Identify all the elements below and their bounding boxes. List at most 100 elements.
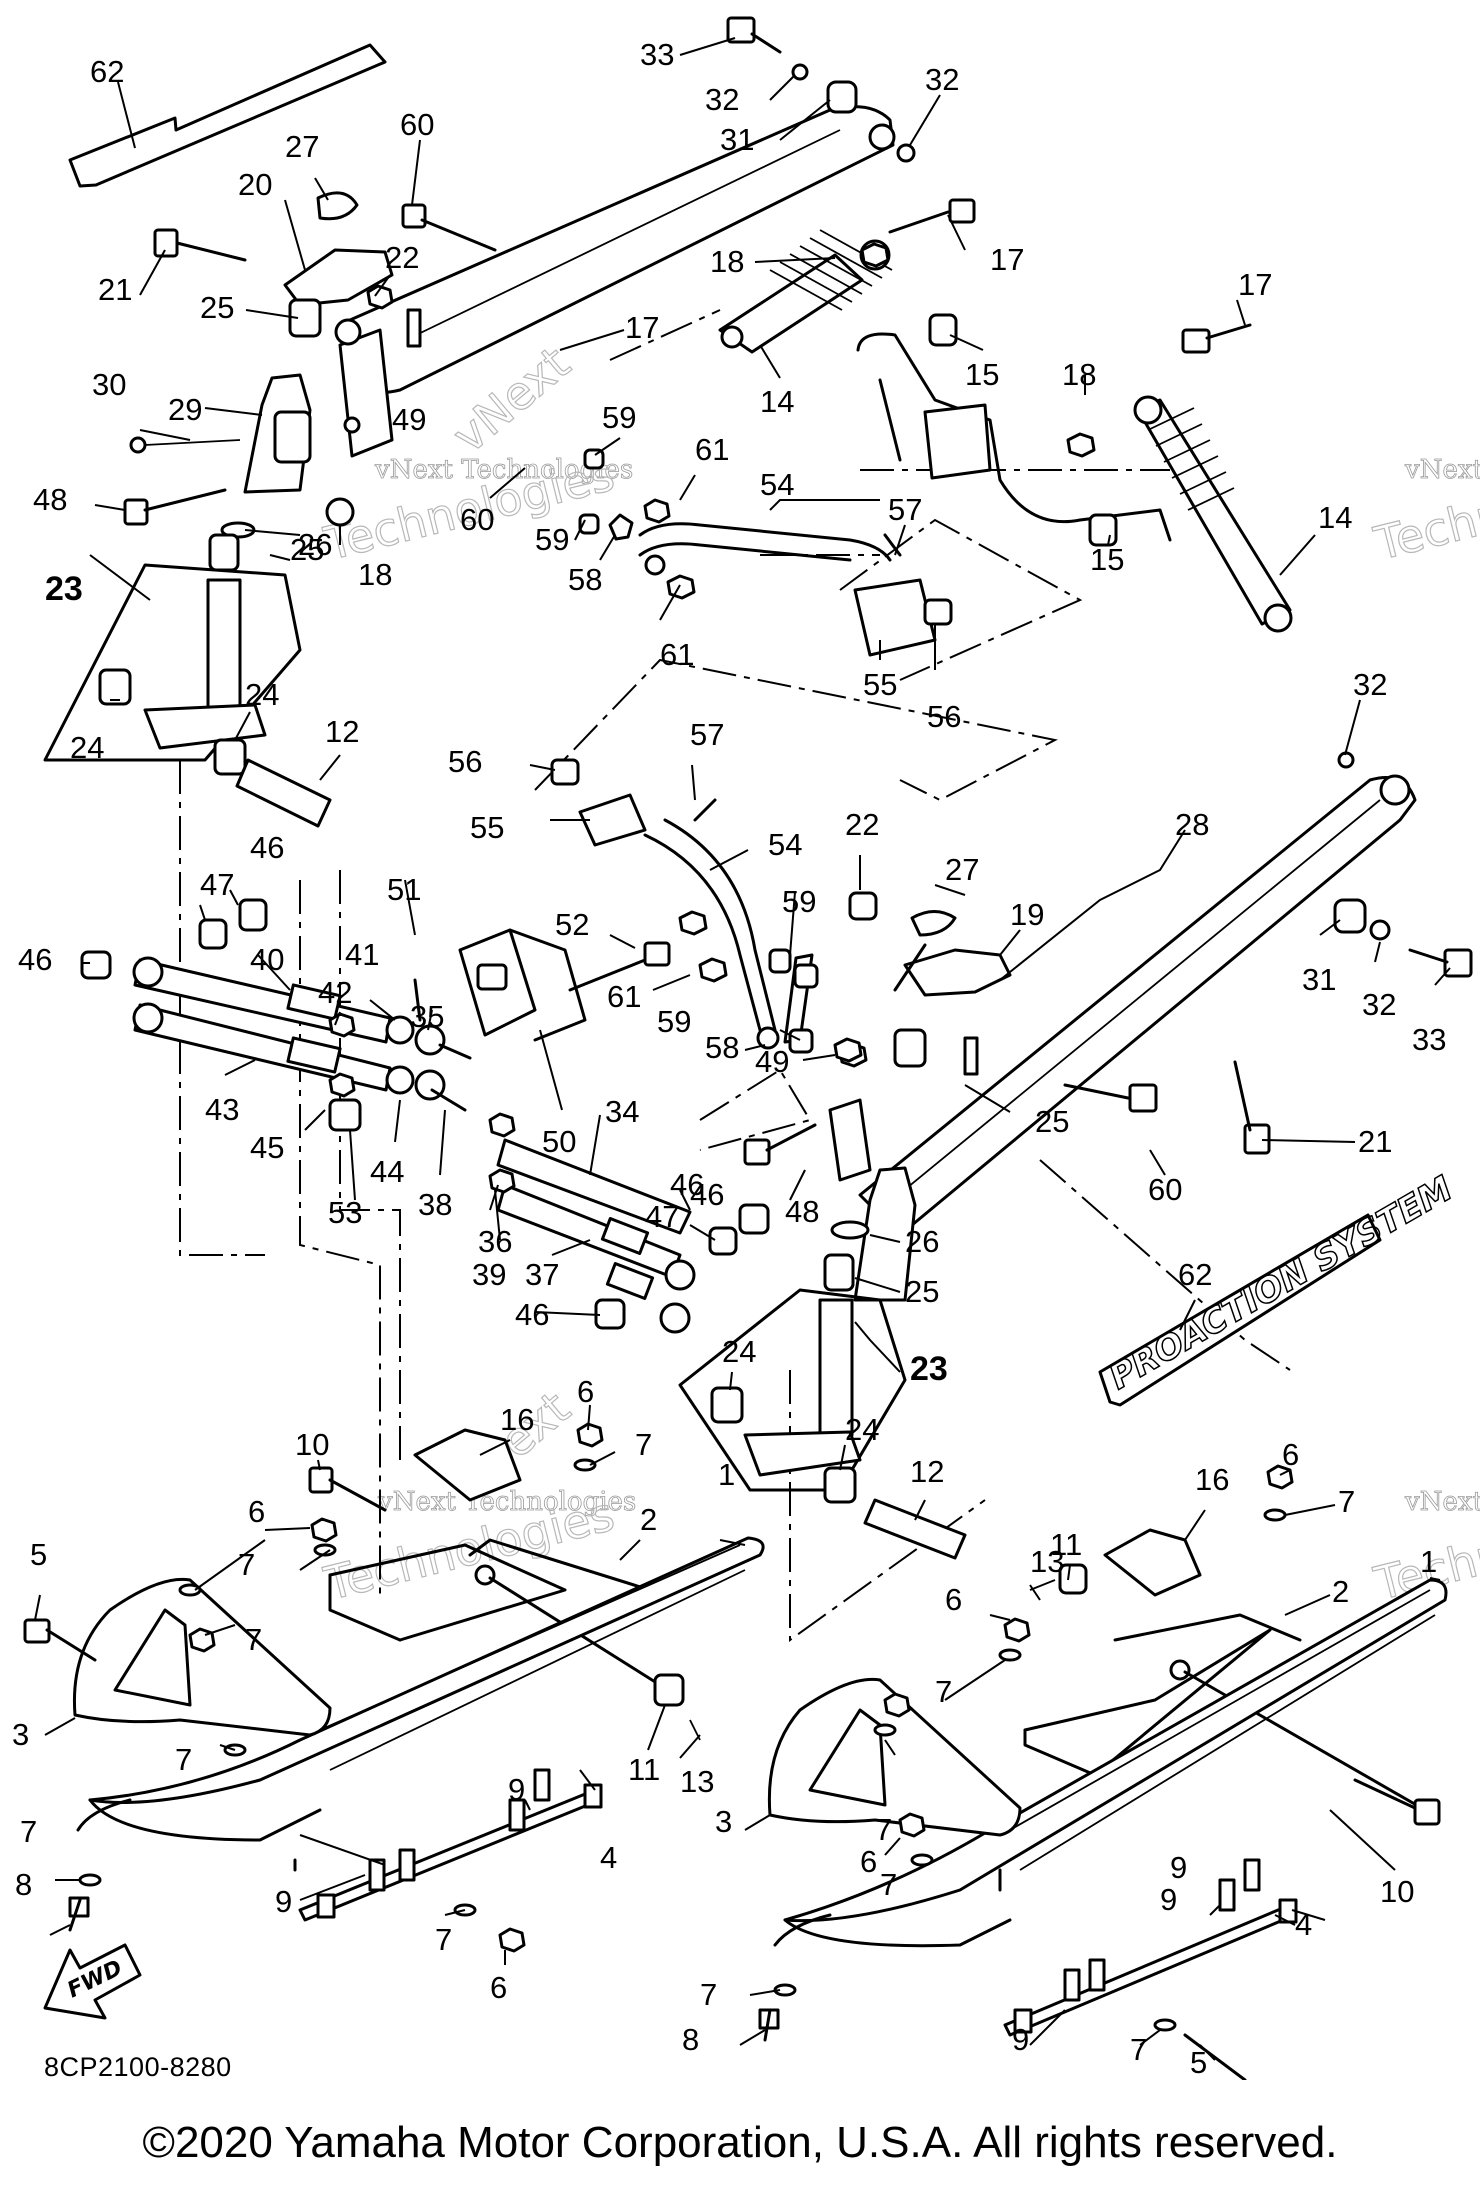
callout-53: 53: [328, 1195, 362, 1230]
callout-15: 15: [1090, 542, 1124, 577]
callout-32: 32: [925, 62, 959, 97]
callout-41: 41: [345, 937, 379, 972]
callout-55: 55: [863, 667, 897, 702]
callout-7: 7: [935, 1674, 952, 1709]
callout-9: 9: [1160, 1882, 1177, 1917]
callout-17: 17: [625, 310, 659, 345]
part-43-lower-arm: [132, 1002, 392, 1092]
callout-8: 8: [682, 2022, 699, 2057]
callout-25: 25: [200, 290, 234, 325]
callout-32: 32: [1362, 987, 1396, 1022]
callout-2: 2: [640, 1502, 657, 1537]
callout-1: 1: [1420, 1544, 1437, 1579]
callout-48: 48: [33, 482, 67, 517]
callout-27: 27: [285, 129, 319, 164]
callout-47: 47: [645, 1199, 679, 1234]
callout-24: 24: [70, 730, 104, 765]
callout-59: 59: [782, 884, 816, 919]
callout-22: 22: [845, 807, 879, 842]
callout-26: 26: [905, 1224, 939, 1259]
callout-33: 33: [1412, 1022, 1446, 1057]
exploded-parts-diagram: vNext Technologies Technologies vNext vN…: [12, 16, 1480, 2080]
callout-7: 7: [880, 1867, 897, 1902]
callout-17: 17: [990, 242, 1024, 277]
callout-14: 14: [760, 384, 794, 419]
watermark-text: vNext: [1404, 455, 1480, 485]
callout-10: 10: [1380, 1874, 1414, 1909]
callout-59: 59: [657, 1004, 691, 1039]
callout-6: 6: [1282, 1437, 1299, 1472]
callout-62: 62: [90, 54, 124, 89]
callout-40: 40: [250, 942, 284, 977]
callout-7: 7: [875, 1812, 892, 1847]
callout-7: 7: [435, 1922, 452, 1957]
copyright-notice: ©2020 Yamaha Motor Corporation, U.S.A. A…: [142, 2118, 1338, 2167]
part-54-tie-rod-mid: [550, 758, 780, 1050]
part-54-tie-rod-top: [638, 522, 953, 657]
part-3-ski-handle-left: [72, 1577, 332, 1737]
callout-26: 26: [298, 527, 332, 562]
part-15-pivot-bracket: [856, 313, 1172, 547]
callout-54: 54: [768, 827, 802, 862]
callout-18: 18: [710, 244, 744, 279]
part-23-spindle-mid: [678, 1253, 907, 1504]
callout-29: 29: [168, 392, 202, 427]
watermark-text: vNext: [1404, 1487, 1480, 1517]
callout-9: 9: [275, 1884, 292, 1919]
callout-49: 49: [755, 1044, 789, 1079]
part-4-wear-bar-right: [1003, 1898, 1298, 2037]
part-4-wear-bar-left: [298, 1783, 603, 1922]
callout-61: 61: [607, 979, 641, 1014]
part-62-decal-top: [68, 43, 387, 188]
callout-7: 7: [635, 1427, 652, 1462]
callout-24: 24: [722, 1334, 756, 1369]
callout-32: 32: [705, 82, 739, 117]
diagram-code: 8CP2100-8280: [44, 2052, 232, 2082]
callout-54: 54: [760, 467, 794, 502]
callout-7: 7: [238, 1547, 255, 1582]
part-31-trailing-arm-top: [348, 63, 916, 394]
callout-27: 27: [945, 852, 979, 887]
callout-7: 7: [1338, 1484, 1355, 1519]
callout-11: 11: [628, 1752, 660, 1787]
callout-46: 46: [18, 942, 52, 977]
callout-12: 12: [325, 714, 359, 749]
callout-59: 59: [535, 522, 569, 557]
part-46-bushings-left: [80, 898, 362, 1132]
callout-24: 24: [845, 1412, 879, 1447]
callout-31: 31: [720, 122, 754, 157]
callout-1: 1: [718, 1457, 735, 1492]
callout-21: 21: [98, 272, 132, 307]
callout-60: 60: [1148, 1172, 1182, 1207]
callout-57: 57: [690, 717, 724, 752]
part-12-sleeve-right: [863, 1498, 967, 1560]
part-60-bolt-top: [401, 203, 497, 252]
callout-5: 5: [1190, 2045, 1207, 2080]
callout-44: 44: [370, 1154, 404, 1189]
callout-9: 9: [1012, 2022, 1029, 2057]
callout-33: 33: [640, 37, 674, 72]
callout-61: 61: [660, 637, 694, 672]
callout-20: 20: [238, 167, 272, 202]
leader-lines: [34, 37, 1451, 2061]
callout-13: 13: [680, 1764, 714, 1799]
callout-7: 7: [175, 1742, 192, 1777]
callout-46: 46: [670, 1167, 704, 1202]
part-50-bracket-plate: [458, 928, 587, 1042]
callout-6: 6: [945, 1582, 962, 1617]
callout-21: 21: [1358, 1124, 1392, 1159]
part-33-bolt-top: [726, 16, 782, 54]
callout-25: 25: [1035, 1104, 1069, 1139]
part-hardware-left: [23, 1422, 701, 1953]
callout-16: 16: [1195, 1462, 1229, 1497]
callout-12: 12: [910, 1454, 944, 1489]
part-10-bolt-left: [308, 1466, 387, 1512]
part-14-shock-right: [1066, 323, 1293, 633]
part-19-steering-arm-mid: [848, 891, 1012, 997]
part-41-ball-joints: [385, 978, 472, 1112]
callout-14: 14: [1318, 500, 1352, 535]
callout-55: 55: [470, 810, 504, 845]
callout-10: 10: [295, 1427, 329, 1462]
callout-30: 30: [92, 367, 126, 402]
part-1-ski-left: [76, 1536, 765, 1842]
